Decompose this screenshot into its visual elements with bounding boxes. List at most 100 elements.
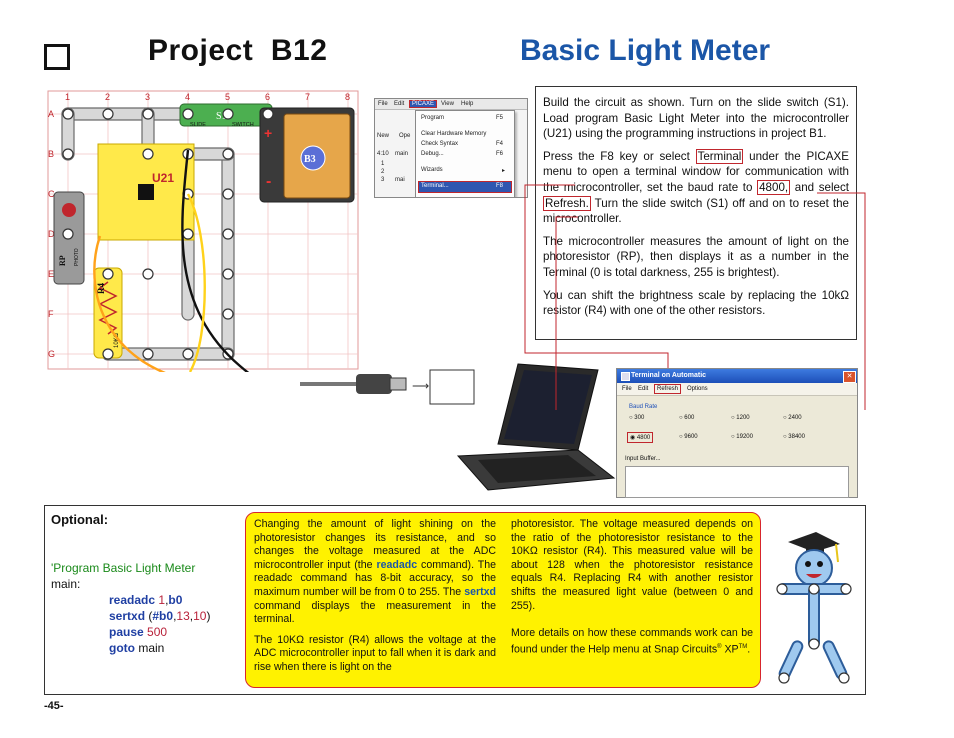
r4-value: 10KΩ [114,332,120,348]
project-checkbox[interactable] [44,44,70,70]
code-line-pause: pause 500 [109,625,168,639]
switch-label: SWITCH [232,122,254,128]
baud-highlight: 4800, [757,179,791,195]
menu-item-wizards[interactable]: Wizards [421,167,443,173]
svg-text:+: + [264,125,272,141]
mascot-illustration [776,532,852,684]
s1-label: S1 [216,111,227,122]
menu-key: F8 [496,183,504,189]
terminal-window: Terminal on Automatic ✕ File Edit Refres… [616,368,858,498]
baud-radio-4800[interactable]: ◉ 4800 [627,432,654,443]
project-title: Basic Light Meter [520,34,771,67]
row-label: G [48,349,55,359]
baud-radio-2400[interactable]: ○ 2400 [783,415,802,421]
terminal-menu-edit[interactable]: Edit [638,386,649,392]
project-label: Project B12 [148,34,328,67]
menu-item-debug[interactable]: Debug... [421,151,444,157]
row-label: F [48,309,54,319]
u21-label: U21 [152,171,174,185]
explanation-col-1: Changing the amount of light shining on … [254,518,496,673]
close-icon[interactable]: ✕ [843,371,856,383]
usb-cable: ⟶ [300,369,475,405]
optional-box [44,505,866,695]
editor-line: 4:10 [377,151,389,157]
terminal-title: Terminal on Automatic [631,372,707,379]
explanation-box [245,512,761,688]
picaxe-menu-screenshot: File Edit PICAXE View Help New Ope 4:10 … [374,98,528,198]
row-label: E [48,269,54,279]
menu-help[interactable]: Help [461,101,474,107]
editor-line: 3 [381,177,385,183]
toolbar-open[interactable]: Ope [399,133,411,139]
baud-radio-19200[interactable]: ○ 19200 [731,434,753,440]
code-listing: 'Program Basic Light Meter main: readadc… [51,560,241,656]
picaxe-dropdown: Program F5 Clear Hardware Memory Check S… [415,110,515,197]
editor-line: 2 [381,169,385,175]
code-line-readadc: readadc 1,b0 [109,593,183,607]
code-line-sertxd: sertxd (#b0,13,10) [109,609,211,623]
code-line-goto: goto main [109,641,165,655]
menu-file[interactable]: File [378,101,388,107]
editor-line: 1 [381,161,385,167]
menu-edit[interactable]: Edit [394,101,405,107]
terminal-menu-file[interactable]: File [622,386,632,392]
menu-view[interactable]: View [441,101,454,107]
menu-key: F6 [496,151,504,157]
input-buffer-label: Input Buffer... [625,456,661,462]
row-label: A [48,109,54,119]
row-label: C [48,189,55,199]
col-label: 1 [65,92,70,102]
laptop-image [456,363,616,491]
instructions-box: Build the circuit as shown. Turn on the … [535,86,857,340]
page-number: -45- [44,700,64,712]
instructions-p1: Build the circuit as shown. Turn on the … [543,96,849,141]
menu-key: F5 [496,115,504,121]
b3-label: B3 [304,154,316,165]
col-label: 2 [105,92,110,102]
toolbar-new[interactable]: New [377,133,390,139]
code-comment: 'Program Basic Light Meter [51,561,196,575]
editor-line: main [395,151,409,157]
terminal-menu-options[interactable]: Options [687,386,708,392]
terminal-highlight: Terminal [695,148,744,164]
instructions-p4: You can shift the brightness scale by re… [543,288,849,318]
instructions-p2: Press the F8 key or select Terminal unde… [543,148,849,226]
row-label: B [48,149,54,159]
menu-item-clear-memory[interactable]: Clear Hardware Memory [421,131,487,137]
editor-line: mai [395,177,405,183]
slide-label: SLIDE [190,122,206,128]
terminal-app-icon [621,372,630,381]
col-label: 3 [145,92,150,102]
row-label: D [48,229,55,239]
refresh-highlight: Refresh. [543,195,591,211]
rp-label: RP [58,255,67,266]
menu-item-program[interactable]: Program [421,115,445,121]
menu-item-check-syntax[interactable]: Check Syntax [421,141,459,147]
input-buffer-field[interactable] [625,466,849,498]
explanation-col-2: photoresistor. The voltage measured depe… [511,518,753,656]
col-label: 4 [185,92,190,102]
baud-radio-38400[interactable]: ○ 38400 [783,434,805,440]
col-label: 8 [345,92,350,102]
baud-rate-label: Baud Rate [629,404,658,410]
baud-radio-9600[interactable]: ○ 9600 [679,434,698,440]
menu-key: F4 [496,141,504,147]
terminal-menu-refresh[interactable]: Refresh [654,384,682,394]
menu-picaxe[interactable]: PICAXE [409,100,438,108]
instructions-p3: The microcontroller measures the amount … [543,234,849,279]
baud-radio-1200[interactable]: ○ 1200 [731,415,750,421]
submenu-arrow-icon: ▸ [502,168,506,174]
callout-lines [524,184,866,410]
col-label: 7 [305,92,310,102]
code-label: main: [51,577,81,591]
r4-label: R4 [96,283,106,294]
menu-item-terminal-highlight[interactable] [418,181,512,193]
baud-radio-300[interactable]: ○ 300 [629,415,645,421]
col-label: 5 [225,92,230,102]
svg-text:-: - [266,173,271,190]
svg-text:⟶: ⟶ [412,379,429,393]
baud-radio-600[interactable]: ○ 600 [679,415,695,421]
circuit-diagram: 1 2 3 4 5 6 7 8 A B C D E F G S1 SLIDE S… [47,90,359,372]
menu-item-terminal[interactable]: Terminal... [421,183,449,189]
photo-label: PHOTO [74,248,80,266]
